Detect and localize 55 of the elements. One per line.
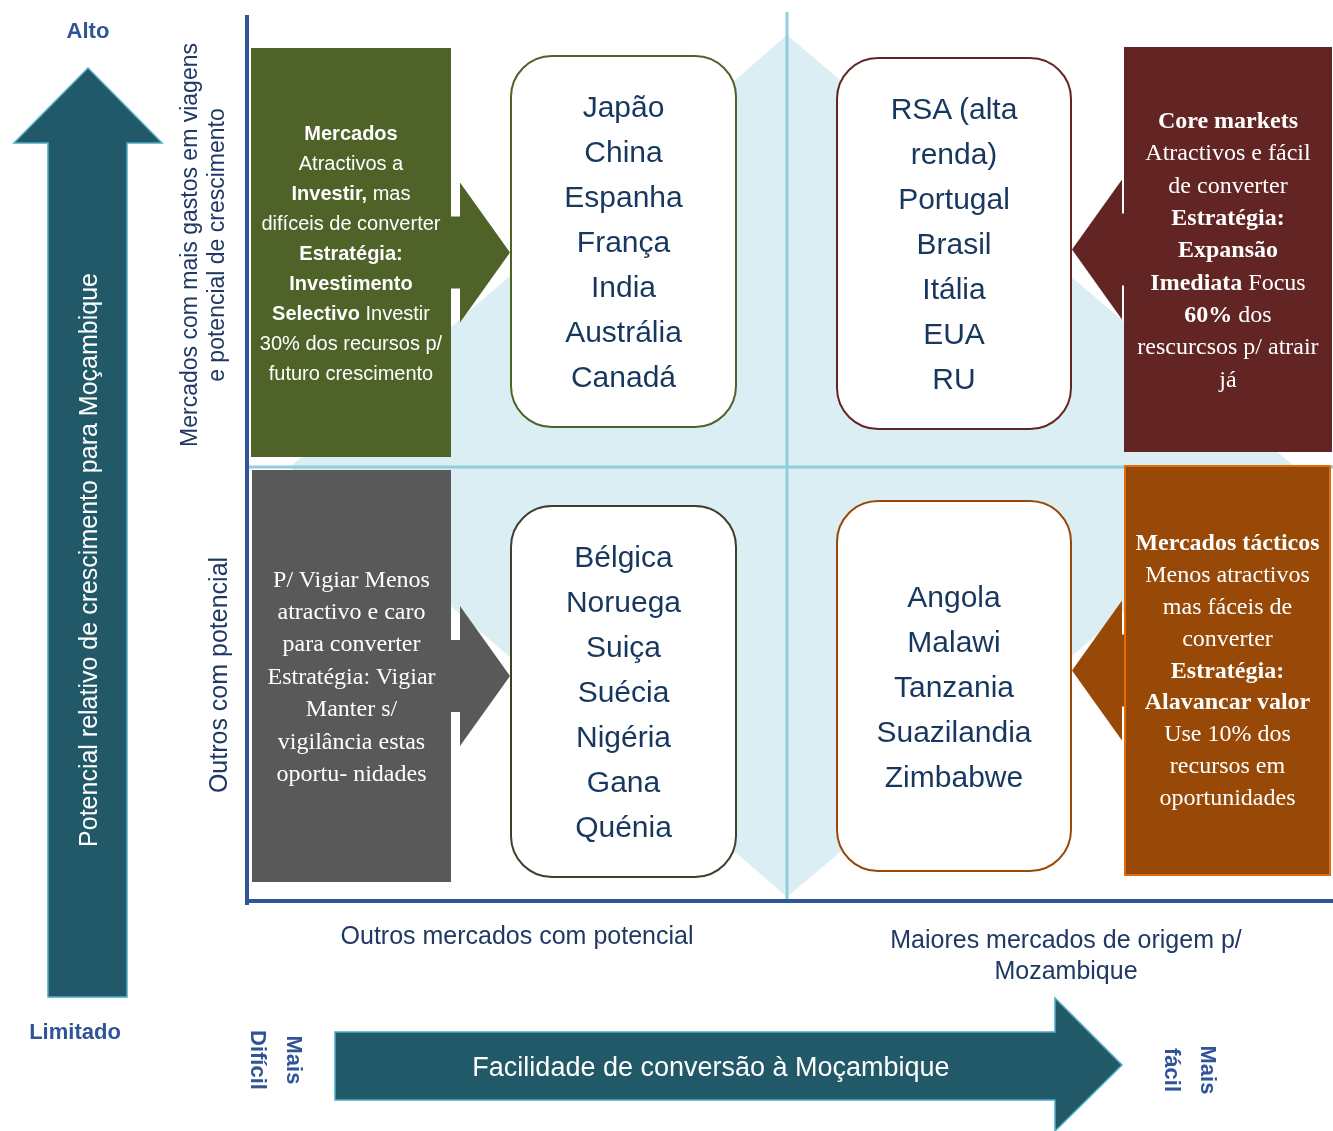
country-name: India bbox=[590, 269, 657, 305]
country-name: Portugal bbox=[898, 181, 1010, 217]
block-arrow bbox=[1072, 179, 1124, 320]
axis-label: Outros com potencial bbox=[202, 555, 233, 796]
market-list-box bbox=[836, 500, 1072, 872]
country-name: Brasil bbox=[916, 226, 992, 262]
market-list-box bbox=[510, 55, 737, 428]
country-name: RU bbox=[932, 361, 976, 397]
axis-label: Potencial relativo de crescimento para Moçambique bbox=[72, 272, 103, 849]
strategy-text: Estratégia: Investimento Selectivo Investir 30% dos recursos p/ futuro crescimento bbox=[259, 240, 443, 386]
axis-label: Facilidade de conversão à Moçambique bbox=[471, 1051, 951, 1084]
block-arrow bbox=[451, 606, 510, 746]
country-name: Noruega bbox=[565, 584, 682, 620]
strategy-panel bbox=[251, 48, 451, 457]
country-name: Espanha bbox=[564, 179, 683, 215]
country-name: Japão bbox=[582, 89, 665, 125]
country-name: EUA bbox=[923, 316, 985, 352]
market-list-box bbox=[836, 57, 1072, 430]
axis-label: Mais Difícil bbox=[245, 1029, 308, 1092]
country-name: Malawi bbox=[907, 623, 1001, 660]
axis-label: Mercados com mais gastos em viagens e potencial de crescimento bbox=[176, 42, 230, 449]
country-name: Gana bbox=[586, 764, 661, 800]
axis-label: Maiores mercados de origem p/ Mozambique bbox=[889, 924, 1243, 986]
axis-label: Alto bbox=[65, 17, 111, 45]
strategy-text: P/ Vigiar Menos atractivo e caro para converter bbox=[272, 564, 431, 659]
country-name: Angola bbox=[907, 578, 1001, 615]
country-name: Zimbabwe bbox=[884, 758, 1024, 795]
block-arrow bbox=[1072, 600, 1124, 741]
axis-label: Outros mercados com potencial bbox=[339, 919, 695, 951]
strategy-panel bbox=[1124, 465, 1331, 876]
market-list-box bbox=[510, 505, 737, 878]
strategy-text: Core markets Atractivos e fácil de converter bbox=[1144, 105, 1312, 200]
country-name: Itália bbox=[922, 271, 986, 307]
strategy-text: Mercados tácticos Menos atractivos mas fáceis de converter bbox=[1134, 527, 1321, 653]
country-name: RSA (alta renda) bbox=[889, 91, 1019, 172]
country-name: Canadá bbox=[570, 359, 677, 395]
strategy-text: Mercados Atractivos a Investir, mas difíceis de converter bbox=[260, 120, 442, 236]
strategy-panel bbox=[1124, 47, 1332, 452]
country-name: Quénia bbox=[575, 809, 672, 845]
axis-label: Mais fácil bbox=[1159, 1044, 1222, 1097]
country-name: Austrália bbox=[565, 314, 682, 350]
strategy-text: Estratégia: Expansão Imediata Focus 60% dos rescurcsos p/ atrair já bbox=[1136, 202, 1320, 394]
country-name: França bbox=[576, 224, 671, 260]
country-name: Tanzania bbox=[893, 668, 1015, 705]
strategy-text: Estratégia: Vigiar Manter s/ vigilância estas oportu- nidades bbox=[266, 661, 437, 788]
country-name: China bbox=[584, 134, 663, 170]
country-name: Nigéria bbox=[575, 719, 671, 755]
country-name: Bélgica bbox=[574, 539, 673, 575]
axis-label: Limitado bbox=[28, 1018, 122, 1046]
country-name: Suécia bbox=[577, 674, 670, 710]
strategy-panel bbox=[252, 470, 451, 882]
strategy-text: Estratégia: Alavancar valor Use 10% dos recursos em oportunidades bbox=[1143, 655, 1312, 813]
block-arrow bbox=[451, 182, 510, 323]
country-name: Suazilandia bbox=[876, 713, 1032, 750]
country-name: Suiça bbox=[585, 629, 661, 665]
